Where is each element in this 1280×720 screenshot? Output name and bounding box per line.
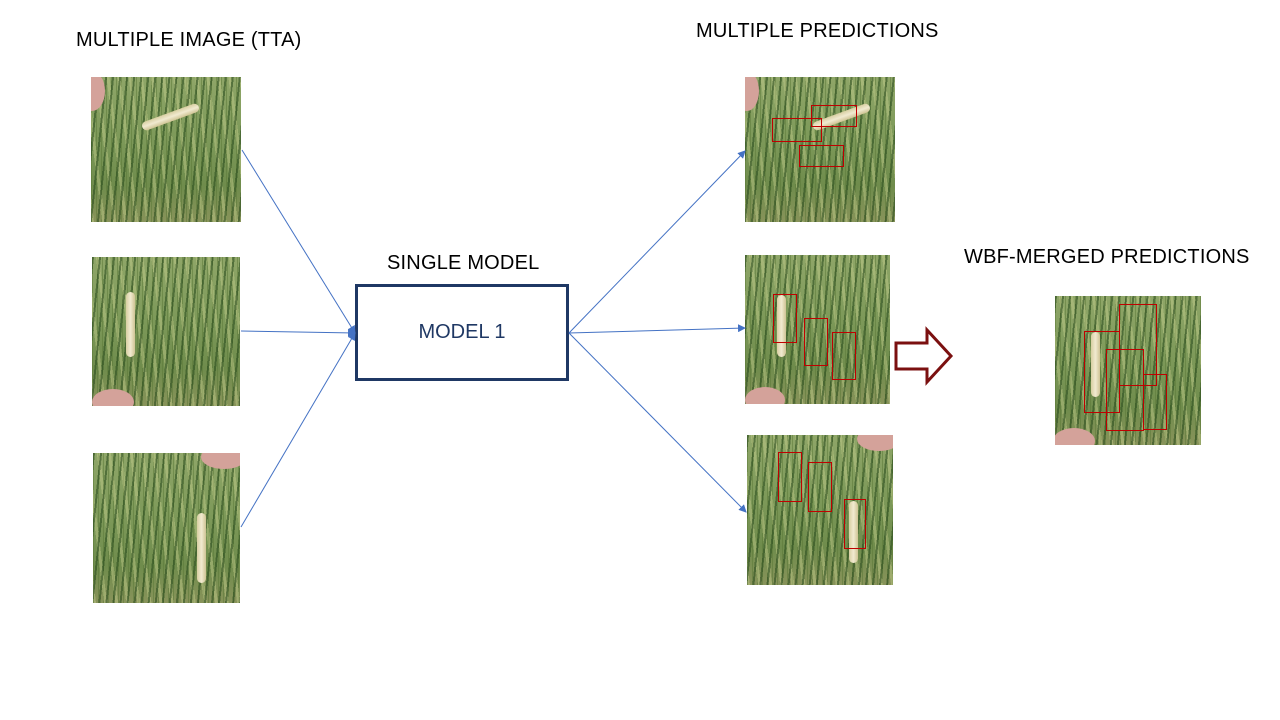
wheat-ear [849, 501, 858, 563]
wheat-ear [777, 295, 786, 357]
hand-shape [201, 453, 240, 469]
model-label: MODEL 1 [418, 321, 506, 343]
connector-arrow [240, 328, 356, 337]
wheat-ear [197, 513, 206, 583]
merged-image [1055, 296, 1201, 445]
input-image-1 [91, 77, 241, 222]
connector-arrow [568, 150, 746, 334]
bounding-box [811, 105, 857, 127]
bounding-box [773, 294, 797, 343]
hand-shape [92, 389, 134, 406]
input-image-3 [93, 453, 240, 603]
input-image-2 [92, 257, 240, 406]
model-title: SINGLE MODEL [387, 252, 540, 274]
hand-shape [745, 387, 785, 404]
inputs-title: MULTIPLE IMAGE (TTA) [76, 29, 302, 51]
hand-shape [91, 77, 105, 111]
merged-title: WBF-MERGED PREDICTIONS [964, 246, 1250, 268]
bounding-box [1084, 331, 1120, 413]
bounding-box [808, 462, 832, 512]
connector-arrow [240, 332, 356, 528]
bounding-box [804, 318, 828, 366]
bounding-box [844, 499, 866, 549]
hand-shape [745, 77, 759, 111]
bounding-box [799, 145, 844, 167]
wheat-ear [1091, 332, 1100, 397]
hand-shape [857, 435, 893, 451]
hand-shape [1055, 428, 1095, 445]
model-box: MODEL 1 [355, 284, 569, 381]
connector-arrow [568, 332, 747, 513]
connector-arrow [568, 324, 746, 334]
connector-arrow [241, 149, 356, 334]
prediction-image-2 [745, 255, 890, 404]
prediction-image-3 [747, 435, 893, 585]
predictions-title: MULTIPLE PREDICTIONS [696, 20, 939, 42]
bounding-box [778, 452, 802, 502]
merge-arrow [894, 326, 954, 386]
bounding-box [772, 118, 822, 142]
bounding-box [832, 332, 856, 380]
prediction-image-1 [745, 77, 895, 222]
wheat-ear [126, 292, 135, 357]
bounding-box [1143, 374, 1167, 430]
